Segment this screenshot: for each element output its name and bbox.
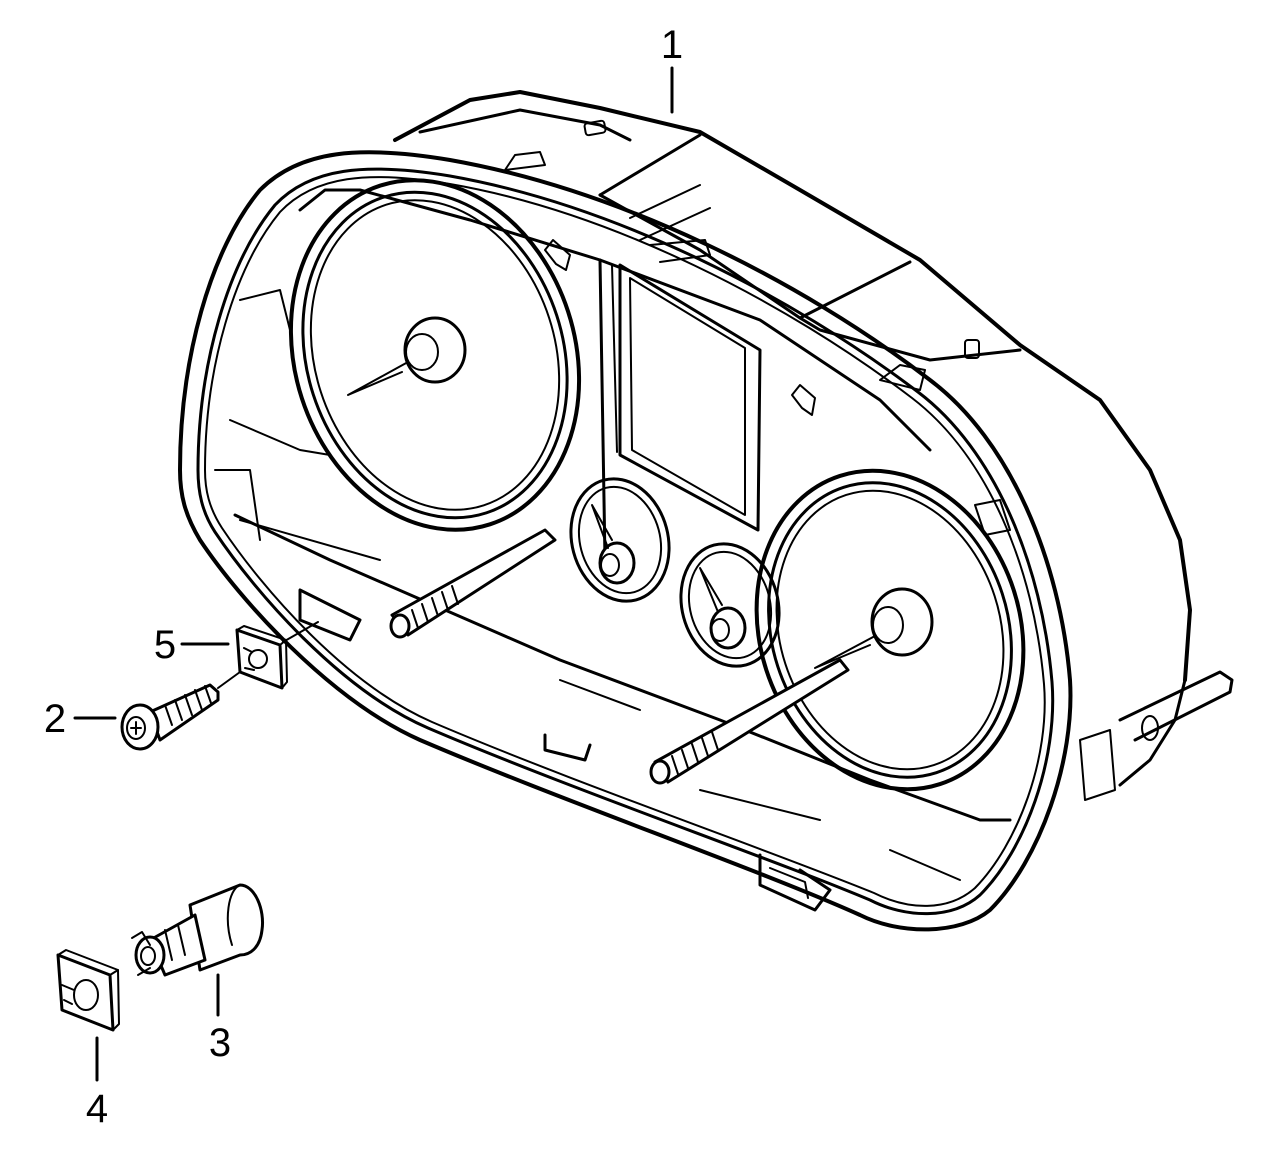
callout-3: 3 — [209, 1021, 231, 1065]
screw — [120, 683, 220, 751]
instrument-cluster — [178, 90, 1234, 932]
callout-2: 2 — [44, 697, 66, 741]
callout-leaders — [73, 66, 674, 1082]
small-gauge-right — [679, 542, 781, 668]
callout-1: 1 — [661, 23, 683, 67]
reset-stem-left — [389, 528, 557, 639]
center-display — [618, 263, 762, 532]
callout-5: 5 — [154, 623, 176, 667]
right-large-gauge — [754, 384, 1026, 792]
screw-leader-line — [217, 671, 241, 689]
small-gauge-left — [569, 477, 671, 603]
speed-nut-clip — [235, 625, 288, 690]
cluster-rear-housing — [214, 90, 1234, 912]
spring-clip — [56, 949, 120, 1032]
callout-labels: 1 2 3 4 5 — [44, 23, 683, 1131]
cluster-bezel — [178, 150, 1073, 932]
left-large-gauge — [288, 178, 582, 532]
reset-stem-right — [649, 658, 850, 785]
cluster-face — [233, 188, 1012, 822]
callout-4: 4 — [86, 1087, 108, 1131]
bulb-holder — [131, 883, 265, 977]
clip-leader-line — [282, 621, 319, 643]
